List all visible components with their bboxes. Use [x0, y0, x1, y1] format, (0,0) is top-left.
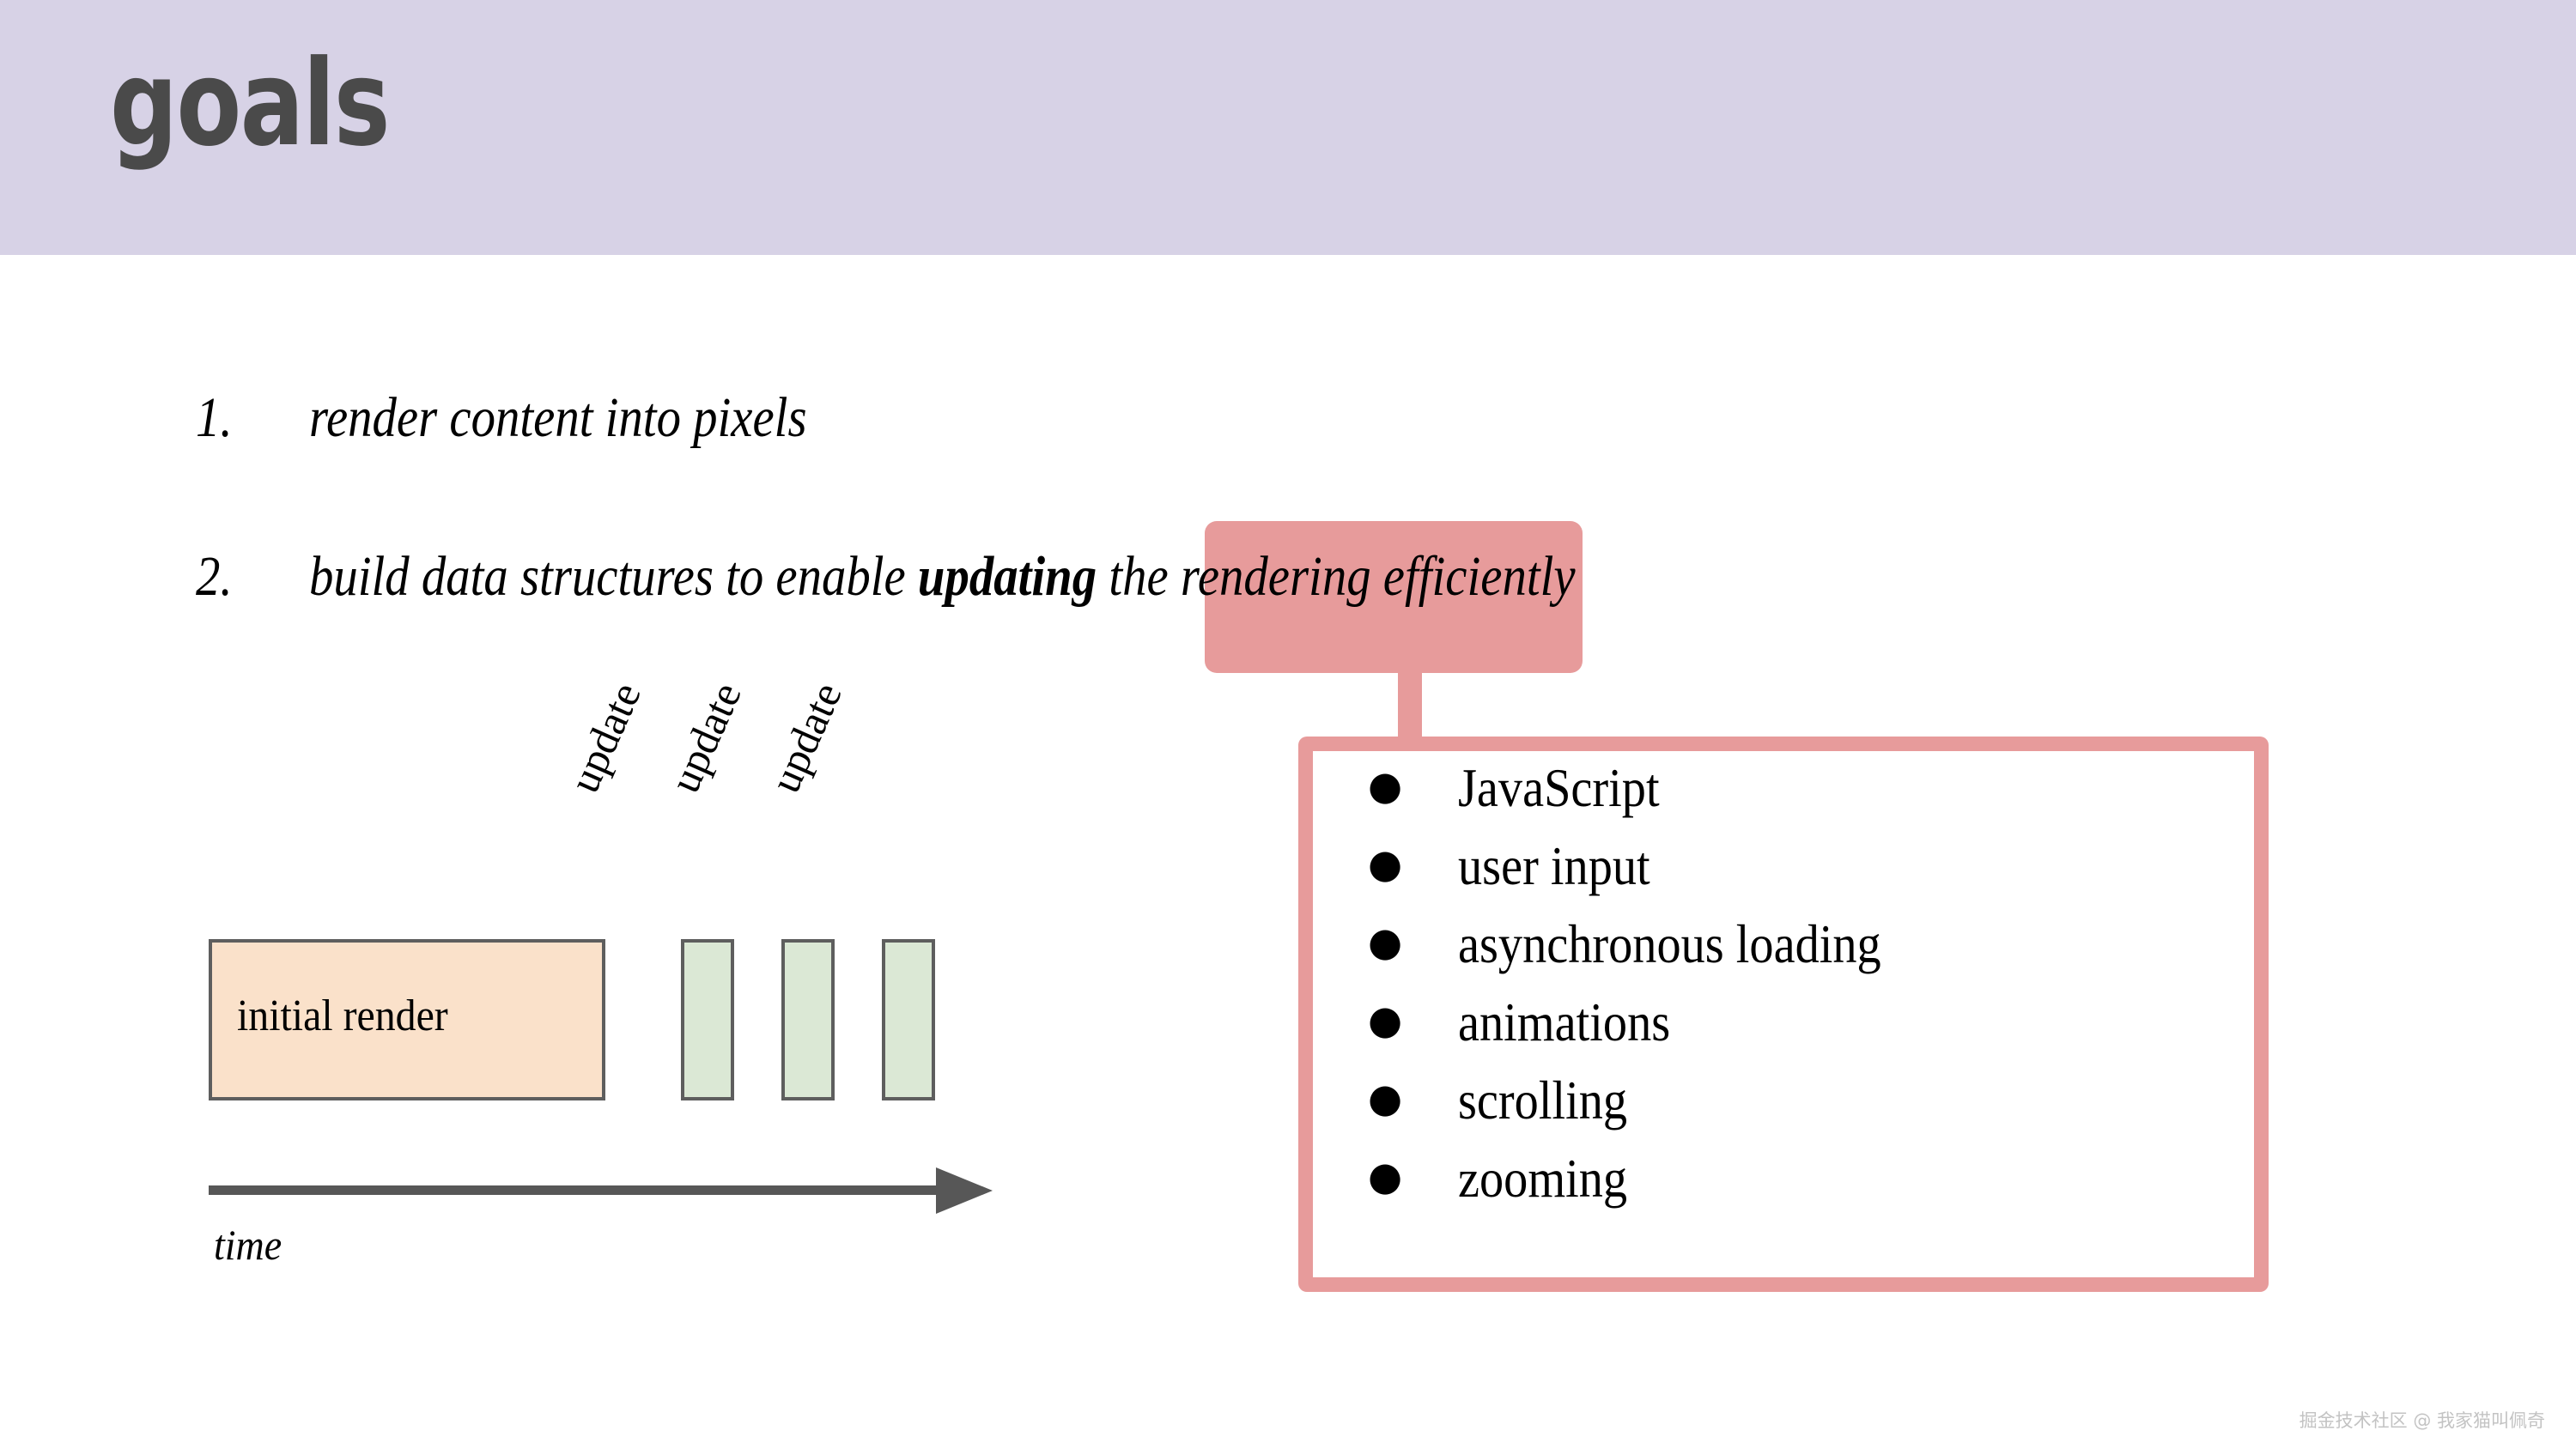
bullet-icon: ●	[1368, 1153, 1403, 1199]
time-axis-label: time	[214, 1221, 283, 1269]
bullet-icon: ●	[1368, 762, 1403, 809]
initial-render-box	[209, 939, 605, 1100]
bullet-icon: ●	[1368, 997, 1403, 1043]
bullet-icon: ●	[1368, 1075, 1403, 1121]
update-bar-label: update	[760, 675, 851, 800]
callout-item-label: asynchronous loading	[1458, 913, 1881, 974]
page-title: goals	[110, 34, 391, 173]
updating-highlight-chip	[1205, 521, 1583, 673]
list-item-2-text-before: build data structures to enable	[309, 545, 918, 608]
bullet-icon: ●	[1368, 840, 1403, 887]
update-bar-label: update	[659, 675, 750, 800]
list-item-2-marker: 2.	[196, 545, 233, 608]
update-bar	[681, 939, 734, 1100]
callout-item-label: zooming	[1458, 1148, 1628, 1209]
callout-connector-stem	[1398, 661, 1422, 747]
list-item: ● user input	[1368, 839, 1939, 917]
time-axis-arrowhead-icon	[936, 1167, 993, 1214]
callout-item-label: animations	[1458, 991, 1671, 1052]
list-item-1-marker: 1.	[196, 386, 233, 449]
bullet-icon: ●	[1368, 919, 1403, 965]
list-item: ● zooming	[1368, 1151, 1939, 1229]
update-bar	[781, 939, 835, 1100]
list-item: ● JavaScript	[1368, 761, 1939, 839]
callout-item-label: scrolling	[1458, 1070, 1628, 1131]
list-item-2-highlighted-word: updating	[917, 545, 1097, 608]
update-bar	[882, 939, 935, 1100]
list-item: ● animations	[1368, 995, 1939, 1073]
callout-item-label: user input	[1458, 835, 1650, 896]
initial-render-label: initial render	[237, 991, 448, 1040]
watermark: 掘金技术社区 @ 我家猫叫佩奇	[2299, 1410, 2545, 1431]
time-axis-line	[209, 1185, 956, 1195]
list-item-2-text: build data structures to enable updating…	[309, 547, 1576, 606]
update-bar-label: update	[559, 675, 650, 800]
list-item: ● asynchronous loading	[1368, 917, 1939, 995]
callout-item-label: JavaScript	[1458, 757, 1660, 818]
callout-bullet-list: ● JavaScript ● user input ● asynchronous…	[1368, 761, 1939, 1229]
list-item-2-text-after: the rendering efficiently	[1097, 545, 1576, 608]
list-item: ● scrolling	[1368, 1073, 1939, 1151]
callout-box	[1298, 737, 2269, 1292]
list-item-1-text: render content into pixels	[309, 386, 807, 449]
header-band	[0, 0, 2576, 255]
